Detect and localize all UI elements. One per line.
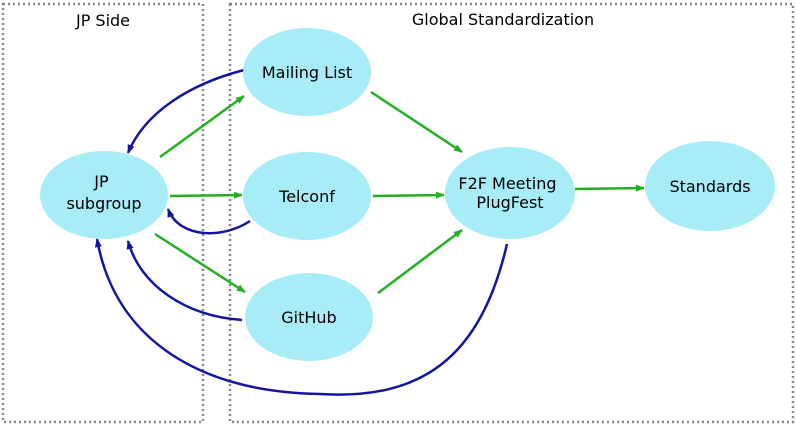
edge-github-to-f2f [377,229,463,294]
node-github: GitHub [245,273,373,361]
github-ellipse [245,273,373,361]
jp-side-region [1,2,205,424]
f2f-label-line-2: PlugFest [476,193,543,212]
node-standards: Standards [645,141,775,231]
mailing-list-label: Mailing List [262,63,352,82]
node-f2f-meeting-plugfest: F2F Meeting PlugFest [445,147,575,239]
f2f-label-line-1: F2F Meeting [458,174,556,193]
edge-f2f-to-jp [94,238,509,396]
edge-jp-to-telconf [169,191,243,199]
edge-telconf-to-f2f [372,191,445,199]
telconf-ellipse [243,152,371,240]
edge-github-to-jp [126,240,243,322]
global-standardization-region [228,2,795,424]
jp-subgroup-ellipse [40,151,168,239]
jp-subgroup-label-line-1: JP [93,172,109,191]
edge-f2f-to-standards [574,184,645,192]
edge-jp-to-github [154,232,246,294]
github-label: GitHub [281,308,336,327]
jp-subgroup-label-line-2: subgroup [66,194,141,213]
jp-subgroup-label: JP subgroup [66,172,141,213]
telconf-label: Telconf [278,187,335,206]
edge-mailing-list-to-f2f [370,90,463,154]
node-telconf: Telconf [243,152,371,240]
node-jp-subgroup: JP subgroup [40,151,168,239]
blue-arrows [94,68,509,396]
f2f-ellipse [445,147,575,239]
green-arrows [154,90,645,294]
mailing-list-ellipse [243,28,371,116]
f2f-label: F2F Meeting PlugFest [458,174,561,212]
global-standardization-title: Global Standardization [412,10,594,29]
edge-mailing-list-to-jp [126,68,245,154]
edge-telconf-to-jp [166,208,251,235]
standards-ellipse [645,141,775,231]
edge-jp-to-mailing-list [159,94,245,159]
standards-label: Standards [669,177,750,196]
node-mailing-list: Mailing List [243,28,371,116]
jp-side-title: JP Side [75,11,130,30]
